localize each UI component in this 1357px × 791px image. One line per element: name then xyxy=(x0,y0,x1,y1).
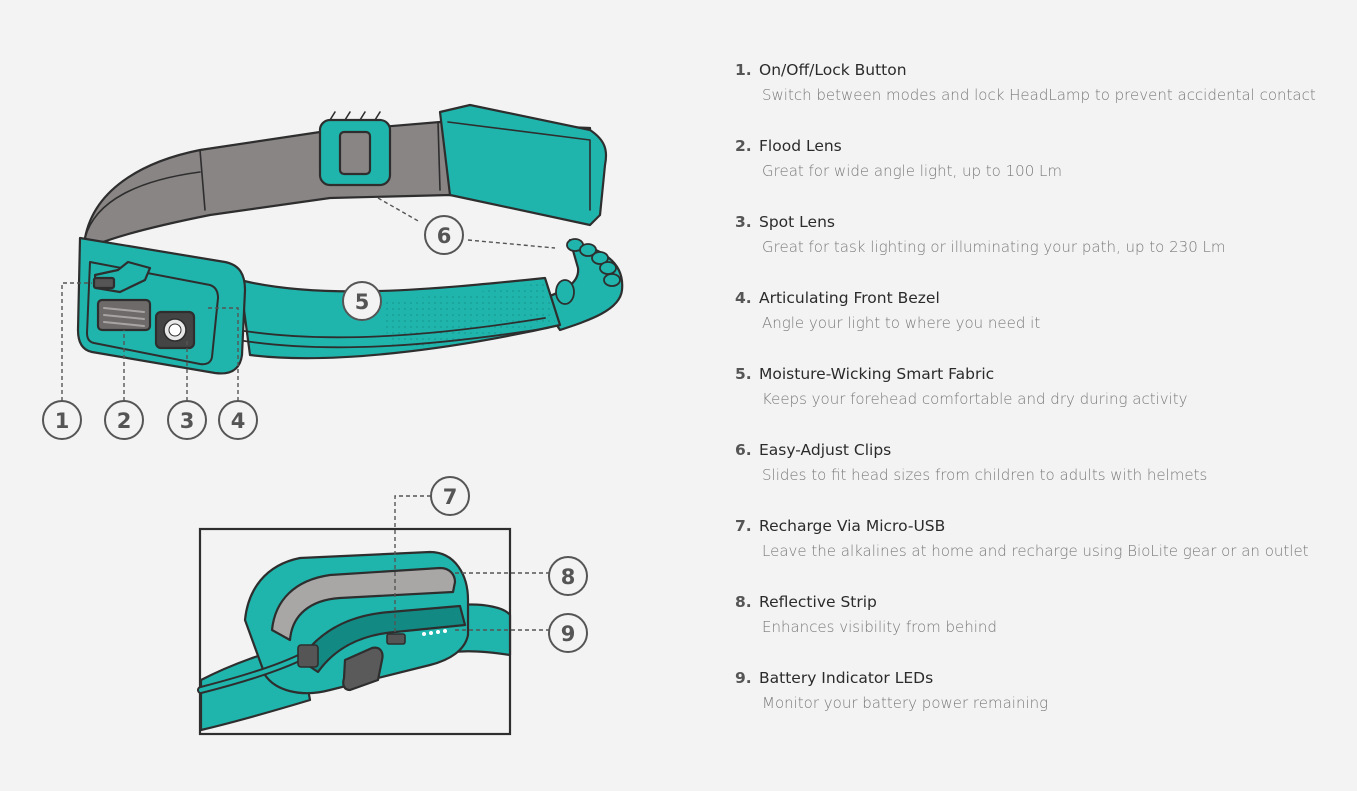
headlamp-illustration xyxy=(76,103,624,375)
battery-leds xyxy=(422,629,447,636)
micro-usb-port xyxy=(386,633,406,645)
svg-text:9: 9 xyxy=(561,622,576,646)
callout-2: 2 xyxy=(104,400,144,440)
callout-5: 5 xyxy=(342,281,382,321)
callout-6: 6 xyxy=(424,215,464,255)
callout-7: 7 xyxy=(430,476,470,516)
feature-description: Slides to fit head sizes from children t… xyxy=(762,466,1208,484)
svg-text:7: 7 xyxy=(443,485,458,509)
feature-number: 7. xyxy=(735,517,752,535)
feature-title: Articulating Front Bezel xyxy=(759,289,940,307)
feature-item-adjust-clips: 6. Easy-Adjust Clips Slides to fit head s… xyxy=(735,440,1335,516)
svg-text:2: 2 xyxy=(117,409,132,433)
feature-title: On/Off/Lock Button xyxy=(759,61,907,79)
flood-lens xyxy=(96,298,152,332)
feature-number: 9. xyxy=(735,669,752,687)
feature-title: Spot Lens xyxy=(759,213,835,231)
feature-item-flood-lens: 2. Flood Lens Great for wide angle light,… xyxy=(735,136,1335,212)
usb-port-cover xyxy=(342,646,384,692)
feature-description: Leave the alkalines at home and recharge… xyxy=(762,542,1309,560)
feature-item-reflective-strip: 8. Reflective Strip Enhances visibility f… xyxy=(735,592,1335,668)
svg-text:4: 4 xyxy=(231,409,246,433)
callout-4: 4 xyxy=(218,400,258,440)
feature-description: Switch between modes and lock HeadLamp t… xyxy=(762,86,1316,104)
feature-description: Enhances visibility from behind xyxy=(762,618,997,636)
feature-description: Keeps your forehead comfortable and dry … xyxy=(762,390,1188,408)
reflective-strip-inset xyxy=(270,566,457,642)
callout-1: 1 xyxy=(42,400,82,440)
feature-number: 4. xyxy=(735,289,752,307)
power-button xyxy=(92,260,152,294)
feature-description: Angle your light to where you need it xyxy=(762,314,1041,332)
leader-lines-top xyxy=(61,197,556,401)
inset-rear-view xyxy=(197,527,512,736)
feature-title: Battery Indicator LEDs xyxy=(759,669,934,687)
feature-title: Reflective Strip xyxy=(759,593,877,611)
feature-item-smart-fabric: 5. Moisture-Wicking Smart Fabric Keeps yo… xyxy=(735,364,1335,440)
feature-item-battery-leds: 9. Battery Indicator LEDs Monitor your ba… xyxy=(735,668,1335,744)
feature-number: 2. xyxy=(735,137,752,155)
callout-9: 9 xyxy=(548,613,588,653)
leader-lines-inset xyxy=(394,495,549,636)
feature-title: Flood Lens xyxy=(759,137,842,155)
feature-description: Great for wide angle light, up to 100 Lm xyxy=(762,162,1062,180)
feature-list: 1. On/Off/Lock Button Switch between mode… xyxy=(735,60,1335,744)
feature-title: Easy-Adjust Clips xyxy=(759,441,892,459)
feature-number: 5. xyxy=(735,365,752,383)
headlamp-diagram: 1 2 3 4 5 6 7 8 xyxy=(42,103,624,736)
feature-item-micro-usb: 7. Recharge Via Micro-USB Leave the alkal… xyxy=(735,516,1335,592)
feature-item-on-off-lock: 1. On/Off/Lock Button Switch between mode… xyxy=(735,60,1335,136)
svg-text:3: 3 xyxy=(180,409,195,433)
svg-text:5: 5 xyxy=(355,290,370,314)
rear-battery-pod xyxy=(438,103,608,227)
svg-text:8: 8 xyxy=(561,565,576,589)
svg-text:1: 1 xyxy=(55,409,70,433)
feature-description: Great for task lighting or illuminating … xyxy=(762,238,1226,256)
feature-title: Moisture-Wicking Smart Fabric xyxy=(759,365,995,383)
feature-description: Monitor your battery power remaining xyxy=(762,694,1049,712)
feature-item-spot-lens: 3. Spot Lens Great for task lighting or i… xyxy=(735,212,1335,288)
callout-8: 8 xyxy=(548,556,588,596)
feature-number: 1. xyxy=(735,61,752,79)
spot-lens xyxy=(154,310,196,350)
feature-number: 6. xyxy=(735,441,752,459)
svg-text:6: 6 xyxy=(437,224,452,248)
feature-item-front-bezel: 4. Articulating Front Bezel Angle your li… xyxy=(735,288,1335,364)
callout-3: 3 xyxy=(167,400,207,440)
callout-circles: 1 2 3 4 5 6 7 8 xyxy=(42,215,588,653)
adjust-clip xyxy=(318,111,392,187)
feature-title: Recharge Via Micro-USB xyxy=(759,517,946,535)
feature-number: 3. xyxy=(735,213,752,231)
feature-number: 8. xyxy=(735,593,752,611)
